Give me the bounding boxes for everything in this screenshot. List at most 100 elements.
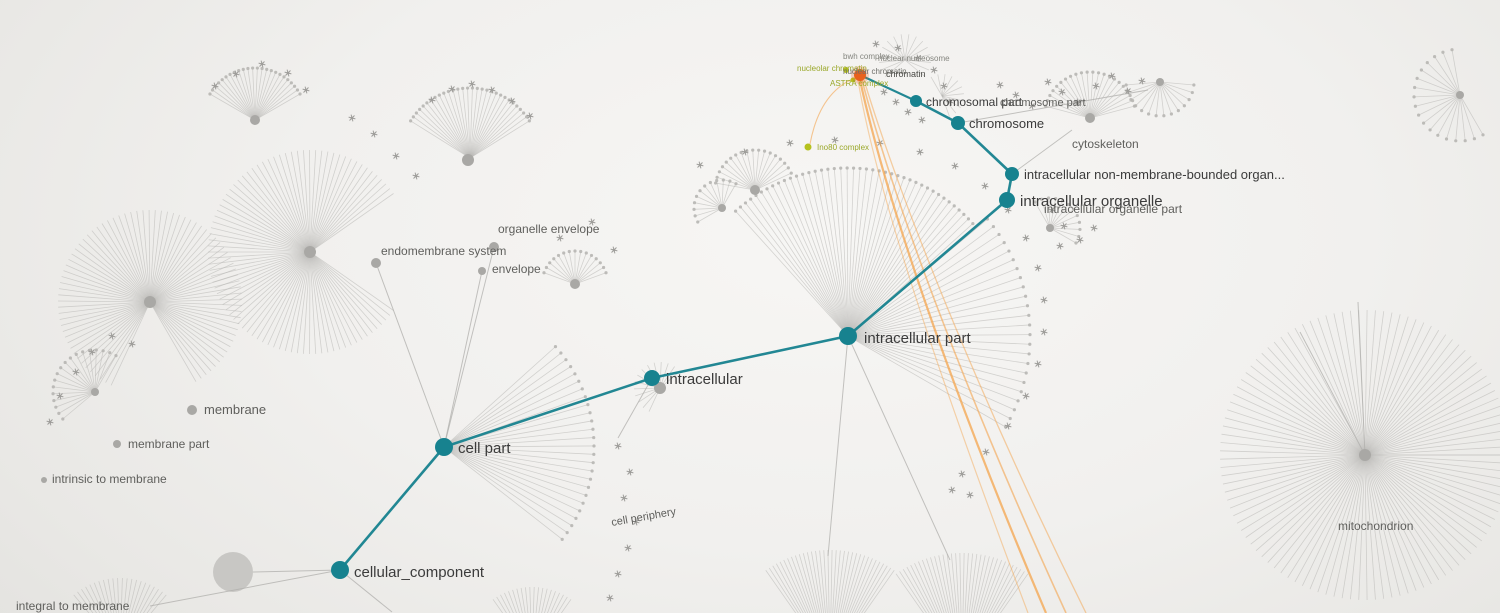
term-glyph[interactable]: [1092, 82, 1100, 90]
term-glyph[interactable]: [996, 81, 1004, 89]
term-glyph[interactable]: [958, 470, 966, 478]
term-glyph[interactable]: [1044, 78, 1052, 86]
term-node-dot[interactable]: [489, 242, 499, 252]
term-glyph[interactable]: [46, 418, 54, 426]
term-label-small[interactable]: bwh complex: [843, 52, 890, 61]
term-glyph[interactable]: [940, 82, 948, 90]
term-glyph[interactable]: [894, 44, 902, 52]
term-glyph[interactable]: [696, 161, 704, 169]
term-glyph[interactable]: [1048, 206, 1056, 214]
term-glyph[interactable]: [488, 86, 496, 94]
term-label-small[interactable]: nucleolar chromatin: [797, 64, 867, 73]
term-node-dot[interactable]: [718, 204, 726, 212]
term-glyph[interactable]: [468, 80, 476, 88]
term-glyph[interactable]: [1074, 98, 1082, 106]
term-node-dot[interactable]: [570, 279, 580, 289]
term-node-dot[interactable]: [144, 296, 156, 308]
term-glyph[interactable]: [831, 136, 839, 144]
term-glyph[interactable]: [1004, 422, 1012, 430]
term-glyph[interactable]: [1040, 328, 1048, 336]
term-node-dot[interactable]: [654, 382, 666, 394]
term-label-small[interactable]: ASTRA complex: [830, 79, 888, 88]
term-glyph[interactable]: [588, 218, 596, 226]
term-label[interactable]: endomembrane system: [381, 244, 506, 258]
node-label-intracellular-organelle[interactable]: intracellular organelle: [1020, 193, 1163, 210]
node-cellular-component[interactable]: [331, 561, 349, 579]
term-glyph[interactable]: [508, 97, 516, 105]
term-glyph[interactable]: [892, 98, 900, 106]
term-glyph[interactable]: [614, 442, 622, 450]
term-glyph[interactable]: [1022, 234, 1030, 242]
node-intracellular-organelle[interactable]: [999, 192, 1015, 208]
term-label[interactable]: mitochondrion: [1338, 519, 1413, 533]
node-label-intracellular-non-membrane-bounded-organelle[interactable]: intracellular non-membrane-bounded organ…: [1024, 167, 1285, 182]
term-glyph[interactable]: [556, 234, 564, 242]
node-chromosome[interactable]: [951, 116, 965, 130]
term-glyph[interactable]: [302, 86, 310, 94]
term-glyph[interactable]: [284, 69, 292, 77]
term-glyph[interactable]: [258, 60, 266, 68]
node-label-cellular-component[interactable]: cellular_component: [354, 564, 485, 581]
term-node-dot[interactable]: [1456, 91, 1464, 99]
term-glyph[interactable]: [348, 114, 356, 122]
term-glyph[interactable]: [72, 368, 80, 376]
term-node-dot[interactable]: [750, 185, 760, 195]
term-glyph[interactable]: [1138, 77, 1146, 85]
term-label-small[interactable]: nuclear chromatin: [843, 67, 907, 76]
term-glyph[interactable]: [1076, 236, 1084, 244]
term-glyph[interactable]: [610, 246, 618, 254]
node-label-cell-part[interactable]: cell part: [458, 440, 511, 457]
term-node-dot[interactable]: [187, 405, 197, 415]
term-node-dot[interactable]: [462, 154, 474, 166]
term-glyph[interactable]: [786, 139, 794, 147]
term-node-dot[interactable]: [1085, 113, 1095, 123]
node-cell-part[interactable]: [435, 438, 453, 456]
term-glyph[interactable]: [428, 96, 436, 104]
node-chromatin-hub[interactable]: [854, 69, 866, 81]
node-intracellular-non-membrane-bounded-organelle[interactable]: [1005, 167, 1019, 181]
term-glyph[interactable]: [412, 172, 420, 180]
term-glyph[interactable]: [370, 130, 378, 138]
term-glyph[interactable]: [1034, 360, 1042, 368]
term-label[interactable]: intrinsic to membrane: [52, 472, 167, 486]
term-label[interactable]: organelle envelope: [498, 222, 600, 236]
term-node-dot[interactable]: [478, 267, 486, 275]
term-glyph[interactable]: [916, 148, 924, 156]
node-label-chromosomal-part[interactable]: chromosomal part: [926, 95, 1023, 109]
term-node-dot[interactable]: [113, 440, 121, 448]
term-glyph[interactable]: [872, 40, 880, 48]
term-glyph[interactable]: [448, 85, 456, 93]
term-node-dot[interactable]: [250, 115, 260, 125]
term-glyph[interactable]: [1108, 72, 1116, 80]
node-label-intracellular[interactable]: intracellular: [666, 371, 743, 388]
term-glyph[interactable]: [918, 116, 926, 124]
term-node-dot[interactable]: [41, 477, 47, 483]
term-glyph[interactable]: [526, 112, 534, 120]
term-label[interactable]: intracellular organelle part: [1044, 202, 1183, 216]
term-glyph[interactable]: [904, 108, 912, 116]
term-glyph[interactable]: [914, 54, 922, 62]
term-glyph[interactable]: [624, 544, 632, 552]
term-label[interactable]: envelope: [492, 262, 541, 276]
term-glyph[interactable]: [620, 494, 628, 502]
green-term-dot[interactable]: [850, 77, 856, 83]
node-label-chromosome[interactable]: chromosome: [969, 116, 1044, 131]
term-label-small[interactable]: chromatin: [886, 69, 926, 79]
term-glyph[interactable]: [741, 148, 749, 156]
term-label[interactable]: cytoskeleton: [1072, 137, 1139, 151]
green-term-dot[interactable]: [843, 67, 849, 73]
term-glyph[interactable]: [1124, 87, 1132, 95]
term-glyph[interactable]: [88, 348, 96, 356]
term-glyph[interactable]: [1022, 392, 1030, 400]
term-glyph[interactable]: [1040, 296, 1048, 304]
node-label-intracellular-part[interactable]: intracellular part: [864, 330, 972, 347]
term-glyph[interactable]: [982, 448, 990, 456]
collapsed-cluster-disc[interactable]: [213, 552, 253, 592]
term-glyph[interactable]: [981, 182, 989, 190]
term-glyph[interactable]: [108, 332, 116, 340]
term-glyph[interactable]: [1058, 88, 1066, 96]
term-glyph[interactable]: [1090, 224, 1098, 232]
term-glyph[interactable]: [1028, 102, 1036, 110]
term-node-dot[interactable]: [304, 246, 316, 258]
